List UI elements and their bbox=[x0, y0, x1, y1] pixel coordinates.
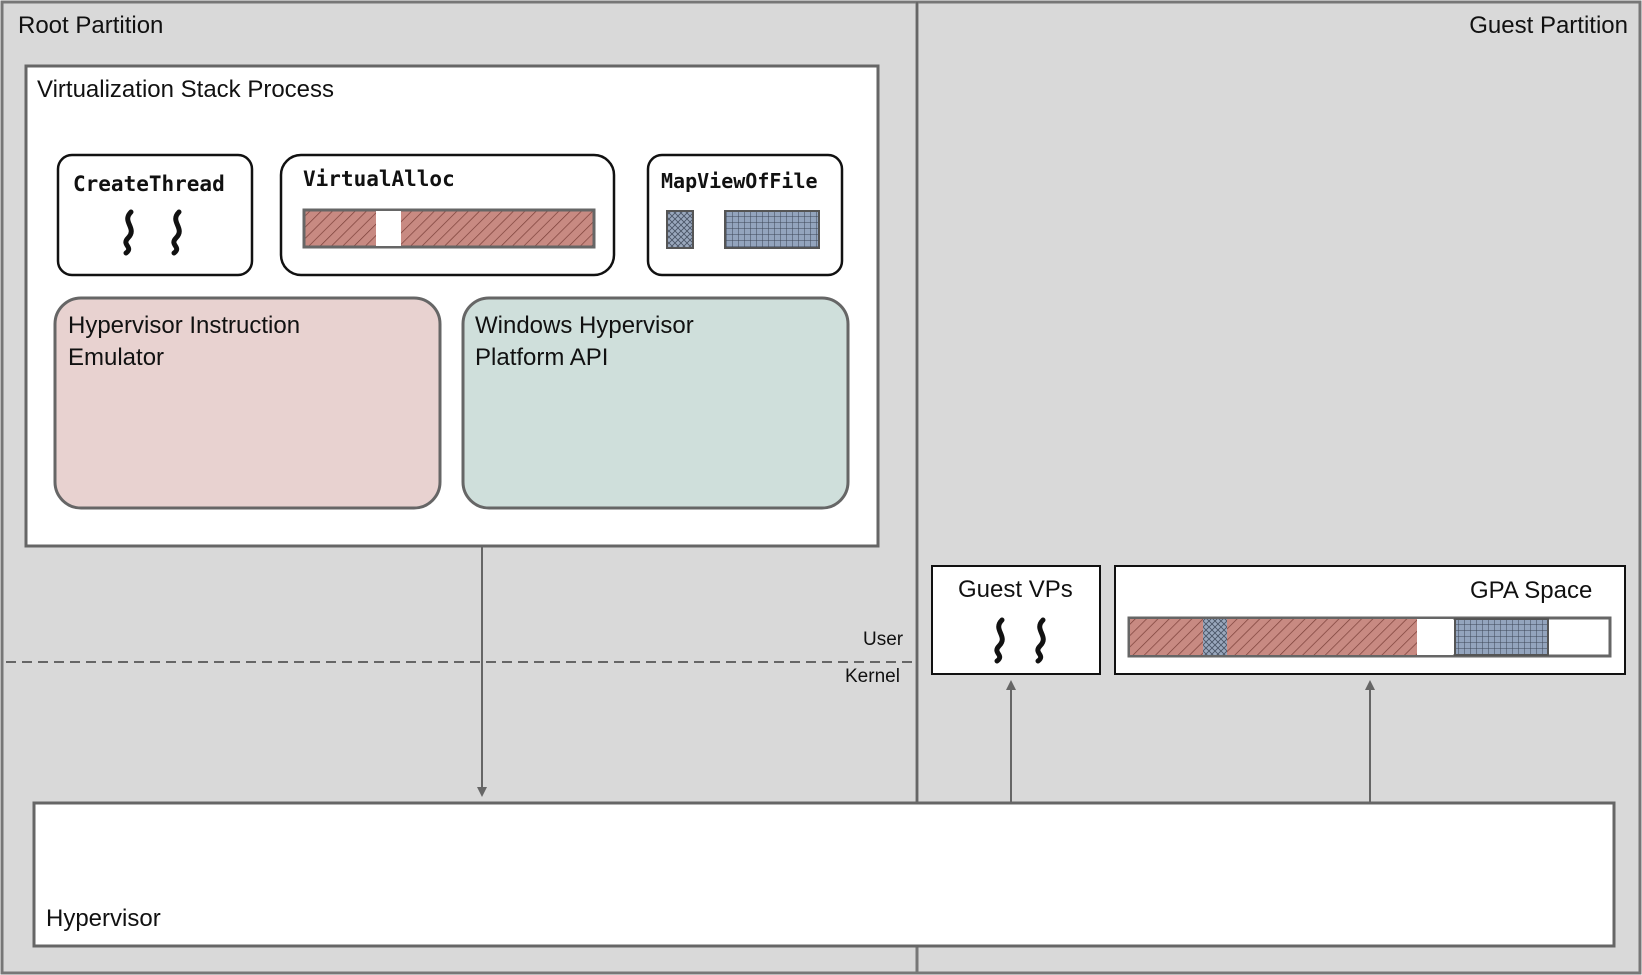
thread-icon bbox=[171, 209, 182, 256]
thread-icon bbox=[123, 209, 134, 256]
emulator-label: Hypervisor Instruction Emulator bbox=[68, 310, 300, 374]
alloc-bar bbox=[302, 208, 596, 249]
emulator-label-line2: Emulator bbox=[68, 344, 165, 371]
thread-icon bbox=[1035, 617, 1046, 664]
guest-vps-box bbox=[931, 565, 1101, 675]
hypervisor-label: Hypervisor bbox=[46, 905, 161, 932]
map-view-of-file-label: MapViewOfFile bbox=[661, 169, 818, 193]
hypervisor-box bbox=[32, 801, 1616, 948]
whp-box bbox=[461, 296, 850, 510]
guest-vps-label: Guest VPs bbox=[958, 576, 1073, 603]
gpa-space-label: GPA Space bbox=[1470, 577, 1593, 604]
gpa-grid-segment bbox=[1454, 618, 1549, 656]
root-partition-label: Root Partition bbox=[18, 12, 164, 39]
whp-label-line1: Windows Hypervisor bbox=[475, 312, 694, 339]
thread-icon bbox=[994, 617, 1005, 664]
emulator-box bbox=[53, 296, 442, 510]
mapped-grid-block bbox=[724, 210, 820, 249]
virtual-alloc-label: VirtualAlloc bbox=[303, 167, 455, 191]
create-thread-label: CreateThread bbox=[73, 172, 225, 196]
guest-partition-label: Guest Partition bbox=[1469, 12, 1628, 39]
whp-label: Windows Hypervisor Platform API bbox=[475, 310, 694, 374]
emulator-label-line1: Hypervisor Instruction bbox=[68, 312, 301, 339]
kernel-mode-label: Kernel bbox=[845, 666, 900, 687]
gpa-white-segment bbox=[1417, 619, 1453, 655]
gpa-cross-segment bbox=[1203, 619, 1227, 655]
user-mode-label: User bbox=[863, 629, 904, 650]
vsp-title: Virtualization Stack Process bbox=[37, 76, 335, 103]
whp-label-line2: Platform API bbox=[475, 344, 609, 371]
gpa-hatch-segment bbox=[1130, 619, 1417, 655]
alloc-gap bbox=[376, 211, 401, 246]
create-thread-box bbox=[56, 153, 254, 277]
mapped-small-block bbox=[666, 210, 694, 249]
